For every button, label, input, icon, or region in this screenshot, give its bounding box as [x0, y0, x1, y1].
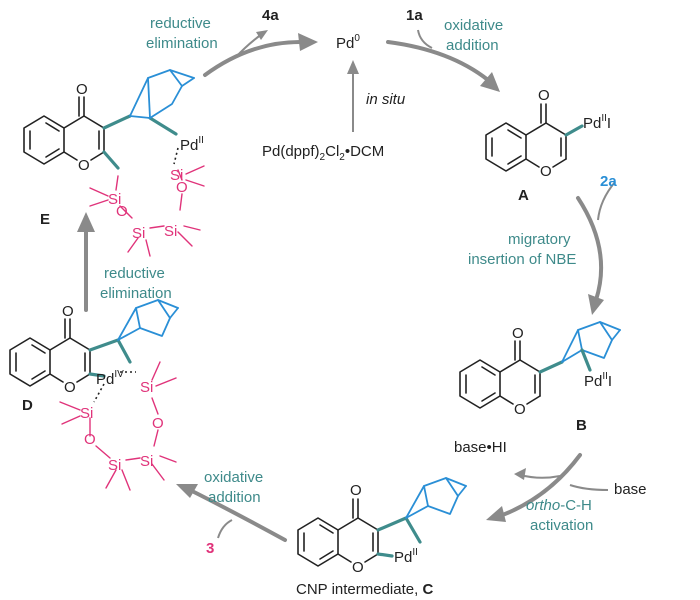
- intermediate-c-norbornene: [405, 477, 467, 519]
- pd0-label: Pd0: [336, 33, 360, 52]
- si-atom: Si: [132, 225, 145, 242]
- intermediate-d-ring-oxygen: O: [64, 379, 76, 396]
- base-hi-label: base•HI: [454, 439, 507, 456]
- intermediate-e-norbornene: [129, 69, 195, 119]
- intermediate-c-label: CNP intermediate, C: [296, 581, 433, 598]
- arrow-branch-1a: [417, 29, 433, 49]
- intermediate-c-ring-oxygen: O: [352, 559, 364, 576]
- intermediate-b-ring-oxygen: O: [514, 401, 526, 418]
- arrow-head: [480, 72, 500, 92]
- si-atom: Si: [140, 379, 153, 396]
- intermediate-d-norbornene: [117, 299, 179, 341]
- intermediate-a-ring-oxygen: O: [540, 163, 552, 180]
- precatalyst-label: Pd(dppf)2Cl2•DCM: [262, 143, 384, 163]
- arrow-oxidative-addition-bottom: [188, 488, 287, 542]
- intermediate-c-structure: [297, 498, 422, 567]
- step-oxidative-addition-bottom-2: addition: [208, 489, 261, 506]
- step-oxidative-addition-top-2: addition: [446, 37, 499, 54]
- si-atom: Si: [140, 453, 153, 470]
- si-atom: Si: [170, 167, 183, 184]
- arrow-branch-2a: [597, 181, 616, 221]
- arrow-ortho-ch-activation: [498, 453, 582, 518]
- intermediate-a-label: A: [518, 187, 529, 204]
- siloxane-oxygen: O: [152, 415, 164, 432]
- arrow-head: [486, 506, 506, 522]
- intermediate-b-label: B: [576, 417, 587, 434]
- arrow-head: [347, 60, 359, 74]
- arrow-migratory-insertion: [576, 196, 604, 302]
- step-ortho-ch-1: ortho-C-H: [526, 497, 592, 514]
- step-migratory-2: insertion of NBE: [468, 251, 576, 268]
- arrow-head: [256, 30, 268, 40]
- si-atom: Si: [108, 457, 121, 474]
- intermediate-e-siloxane-ring: [89, 147, 205, 257]
- step-oxidative-addition-top-1: oxidative: [444, 17, 503, 34]
- product-4a-label: 4a: [262, 7, 279, 24]
- base-label: base: [614, 481, 647, 498]
- step-reductive-elimination-left-1: reductive: [104, 265, 165, 282]
- siloxane-oxygen: O: [84, 431, 96, 448]
- intermediate-d-siloxane-ring: [59, 361, 177, 491]
- step-reductive-elimination-top-1: reductive: [150, 15, 211, 32]
- siloxane-oxygen: O: [176, 179, 188, 196]
- arrow-branch-3: [217, 519, 233, 539]
- intermediate-a-pd: PdIII: [583, 113, 611, 132]
- intermediate-b-structure: [459, 340, 564, 409]
- step-reductive-elimination-left-2: elimination: [100, 285, 172, 302]
- intermediate-a-structure: [485, 103, 584, 172]
- si-atom: Si: [108, 191, 121, 208]
- intermediate-d-structure: [9, 318, 132, 387]
- intermediate-d-label: D: [22, 397, 33, 414]
- arrow-reductive-elimination-top: [203, 40, 302, 77]
- siloxane-oxygen: O: [116, 203, 128, 220]
- step-reductive-elimination-top-2: elimination: [146, 35, 218, 52]
- intermediate-b-pd: PdIII: [584, 371, 612, 390]
- si-atom: Si: [80, 405, 93, 422]
- si-atom: Si: [164, 223, 177, 240]
- reactant-2a-label: 2a: [600, 173, 617, 190]
- in-situ-label: in situ: [366, 91, 406, 108]
- intermediate-e-structure: [23, 96, 178, 170]
- intermediate-d-pd: PdIV: [96, 369, 124, 388]
- arrow-head: [176, 484, 198, 498]
- reactant-1a-label: 1a: [406, 7, 423, 24]
- step-ortho-ch-2: activation: [530, 517, 593, 534]
- arrow-head: [77, 212, 95, 232]
- intermediate-a-oxygen: O: [538, 87, 550, 104]
- intermediate-e-label: E: [40, 211, 50, 228]
- arrow-head: [298, 33, 318, 51]
- intermediate-b-oxygen: O: [512, 325, 524, 342]
- intermediate-e-ring-oxygen: O: [78, 157, 90, 174]
- arrow-branch-base: [569, 484, 609, 491]
- step-migratory-1: migratory: [508, 231, 571, 248]
- reactant-3-label: 3: [206, 540, 214, 557]
- arrow-head: [588, 294, 604, 315]
- arrow-branch-base-hi: [519, 474, 561, 479]
- intermediate-b-norbornene: [561, 321, 621, 372]
- intermediate-c-oxygen: O: [350, 482, 362, 499]
- intermediate-e-pd: PdII: [180, 135, 204, 154]
- arrow-oxidative-addition-top: [386, 40, 490, 82]
- intermediate-e-oxygen: O: [76, 81, 88, 98]
- arrow-branch-4a: [234, 33, 263, 59]
- intermediate-c-pd: PdII: [394, 547, 418, 566]
- arrow-head: [514, 468, 526, 480]
- intermediate-d-oxygen: O: [62, 303, 74, 320]
- step-oxidative-addition-bottom-1: oxidative: [204, 469, 263, 486]
